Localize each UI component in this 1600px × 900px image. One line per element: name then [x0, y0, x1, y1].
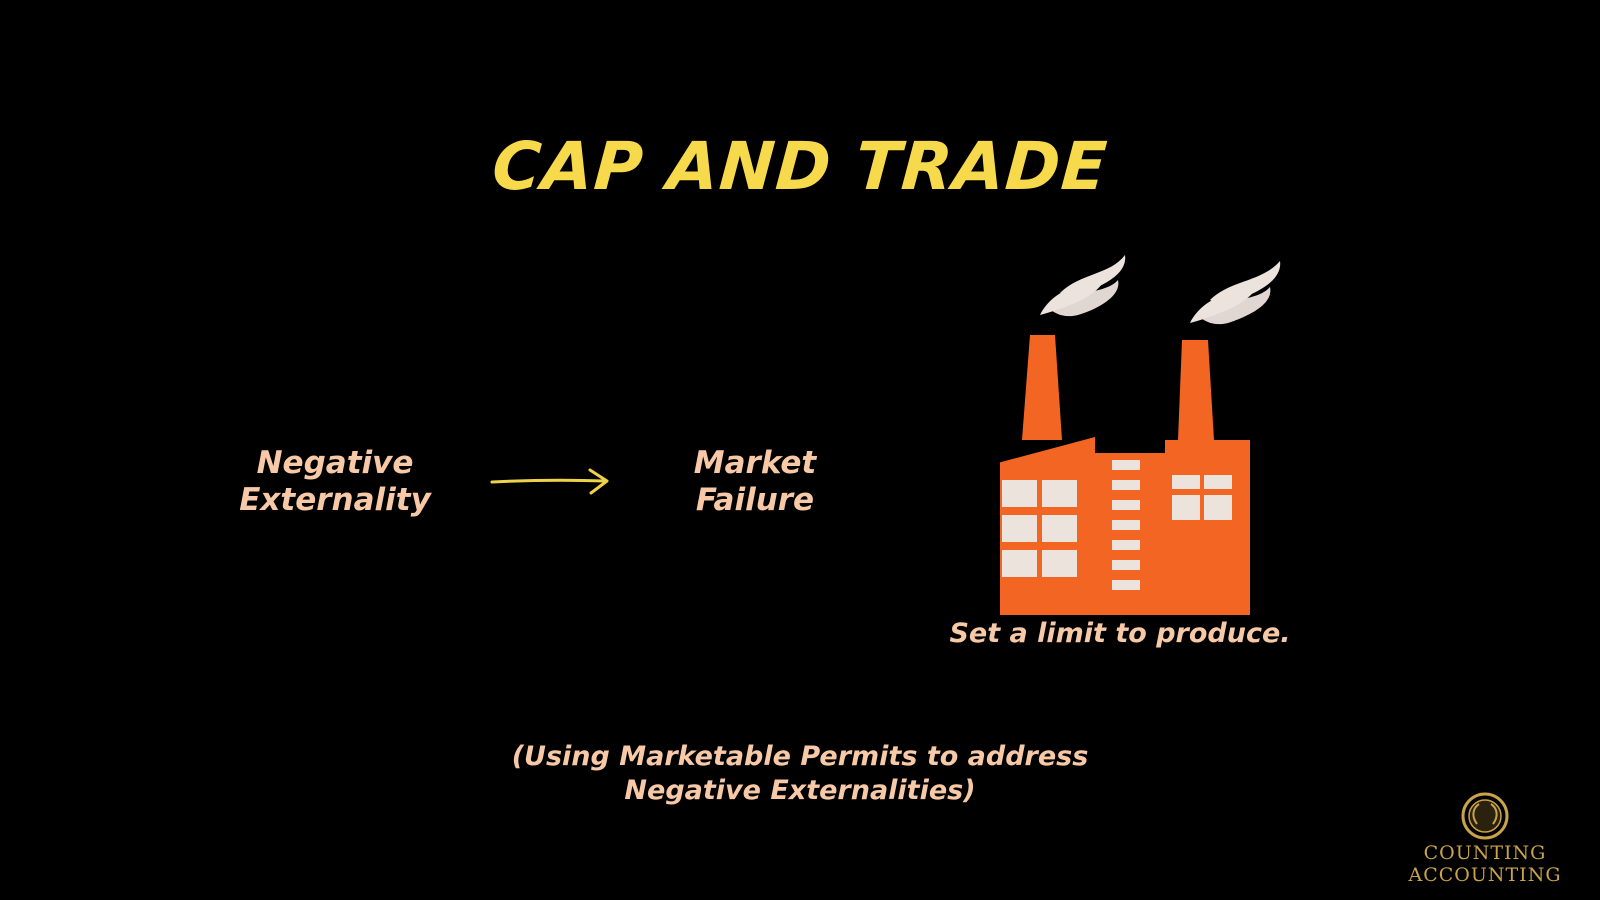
brand-logo: COUNTING ACCOUNTING: [1400, 790, 1570, 890]
term-left-line2: Externality: [239, 482, 431, 519]
logo-line2: ACCOUNTING: [1408, 864, 1562, 886]
negative-externality-label: Negative Externality: [215, 445, 455, 519]
factory-caption: Set a limit to produce.: [949, 618, 1291, 649]
term-right-line2: Failure: [695, 482, 815, 519]
slide-subtitle: (Using Marketable Permits to address Neg…: [480, 740, 1120, 808]
term-left-line1: Negative: [256, 445, 414, 481]
smoke-right-icon: [1190, 261, 1281, 325]
arrow-right-icon: [490, 468, 609, 495]
term-right-line1: Market: [693, 445, 817, 481]
subtitle-line2: Negative Externalities): [624, 774, 976, 806]
slide-title: CAP AND TRADE: [489, 128, 1111, 205]
smoke-left-icon: [1040, 255, 1126, 317]
subtitle-line1: (Using Marketable Permits to address: [511, 741, 1089, 772]
market-failure-label: Market Failure: [660, 445, 850, 519]
factory-icon: [1000, 255, 1281, 615]
logo-line1: COUNTING: [1423, 842, 1547, 864]
seal-icon: [1461, 792, 1509, 840]
